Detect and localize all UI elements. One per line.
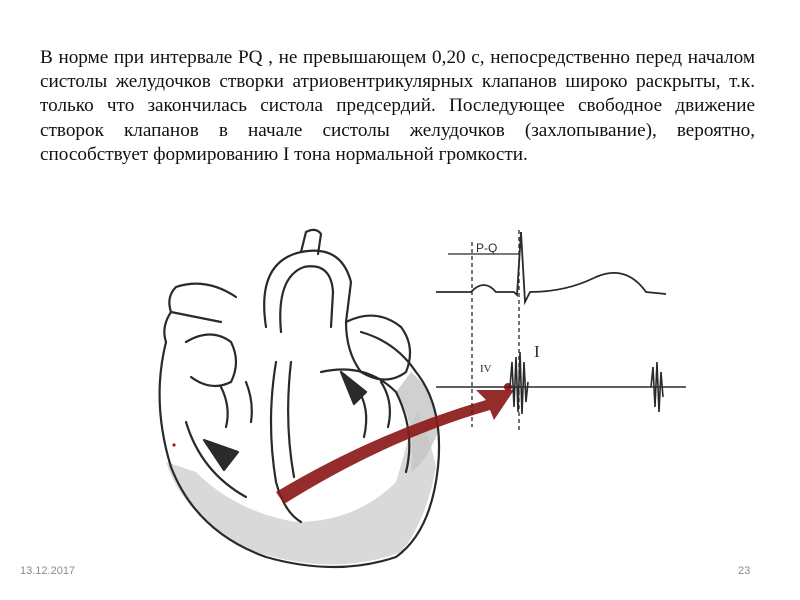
left-atrium [344,314,412,381]
aorta [263,249,353,329]
pcg-trace [436,351,686,415]
heart-outline [158,330,441,569]
small-red-dot [172,443,176,447]
page-number: 23 [738,565,751,577]
septum [269,360,303,524]
pulmonary-trunk [163,310,173,344]
heart-illustration [158,228,441,569]
right-atrium [184,333,238,388]
tricuspid-leaflet [219,385,229,429]
tricuspid-leaflet-2 [244,380,253,424]
flow-arrow-left [202,438,240,472]
heart-shading [166,412,436,565]
septum-2 [287,360,296,479]
slide-paragraph: В норме при интервале PQ , не превышающе… [40,47,755,165]
right-ventricle-wall [184,420,248,499]
pulmonary-artery [168,282,238,324]
footer-date: 13.12.2017 [20,565,76,577]
heart-pcg-figure: P-Q IV I [158,228,686,569]
heart-shading-right [396,372,438,472]
flow-arrow-right [339,370,368,406]
heart-sound-label: I [534,342,540,361]
iv-label: IV [480,363,492,375]
mitral-leaflet-2 [379,380,391,429]
ecg-trace [436,231,667,306]
pq-label: P-Q [476,241,497,255]
red-arrow [276,390,514,504]
left-ventricle-wall [319,368,411,474]
aorta-inner [279,265,335,334]
aortic-branch [299,228,323,256]
